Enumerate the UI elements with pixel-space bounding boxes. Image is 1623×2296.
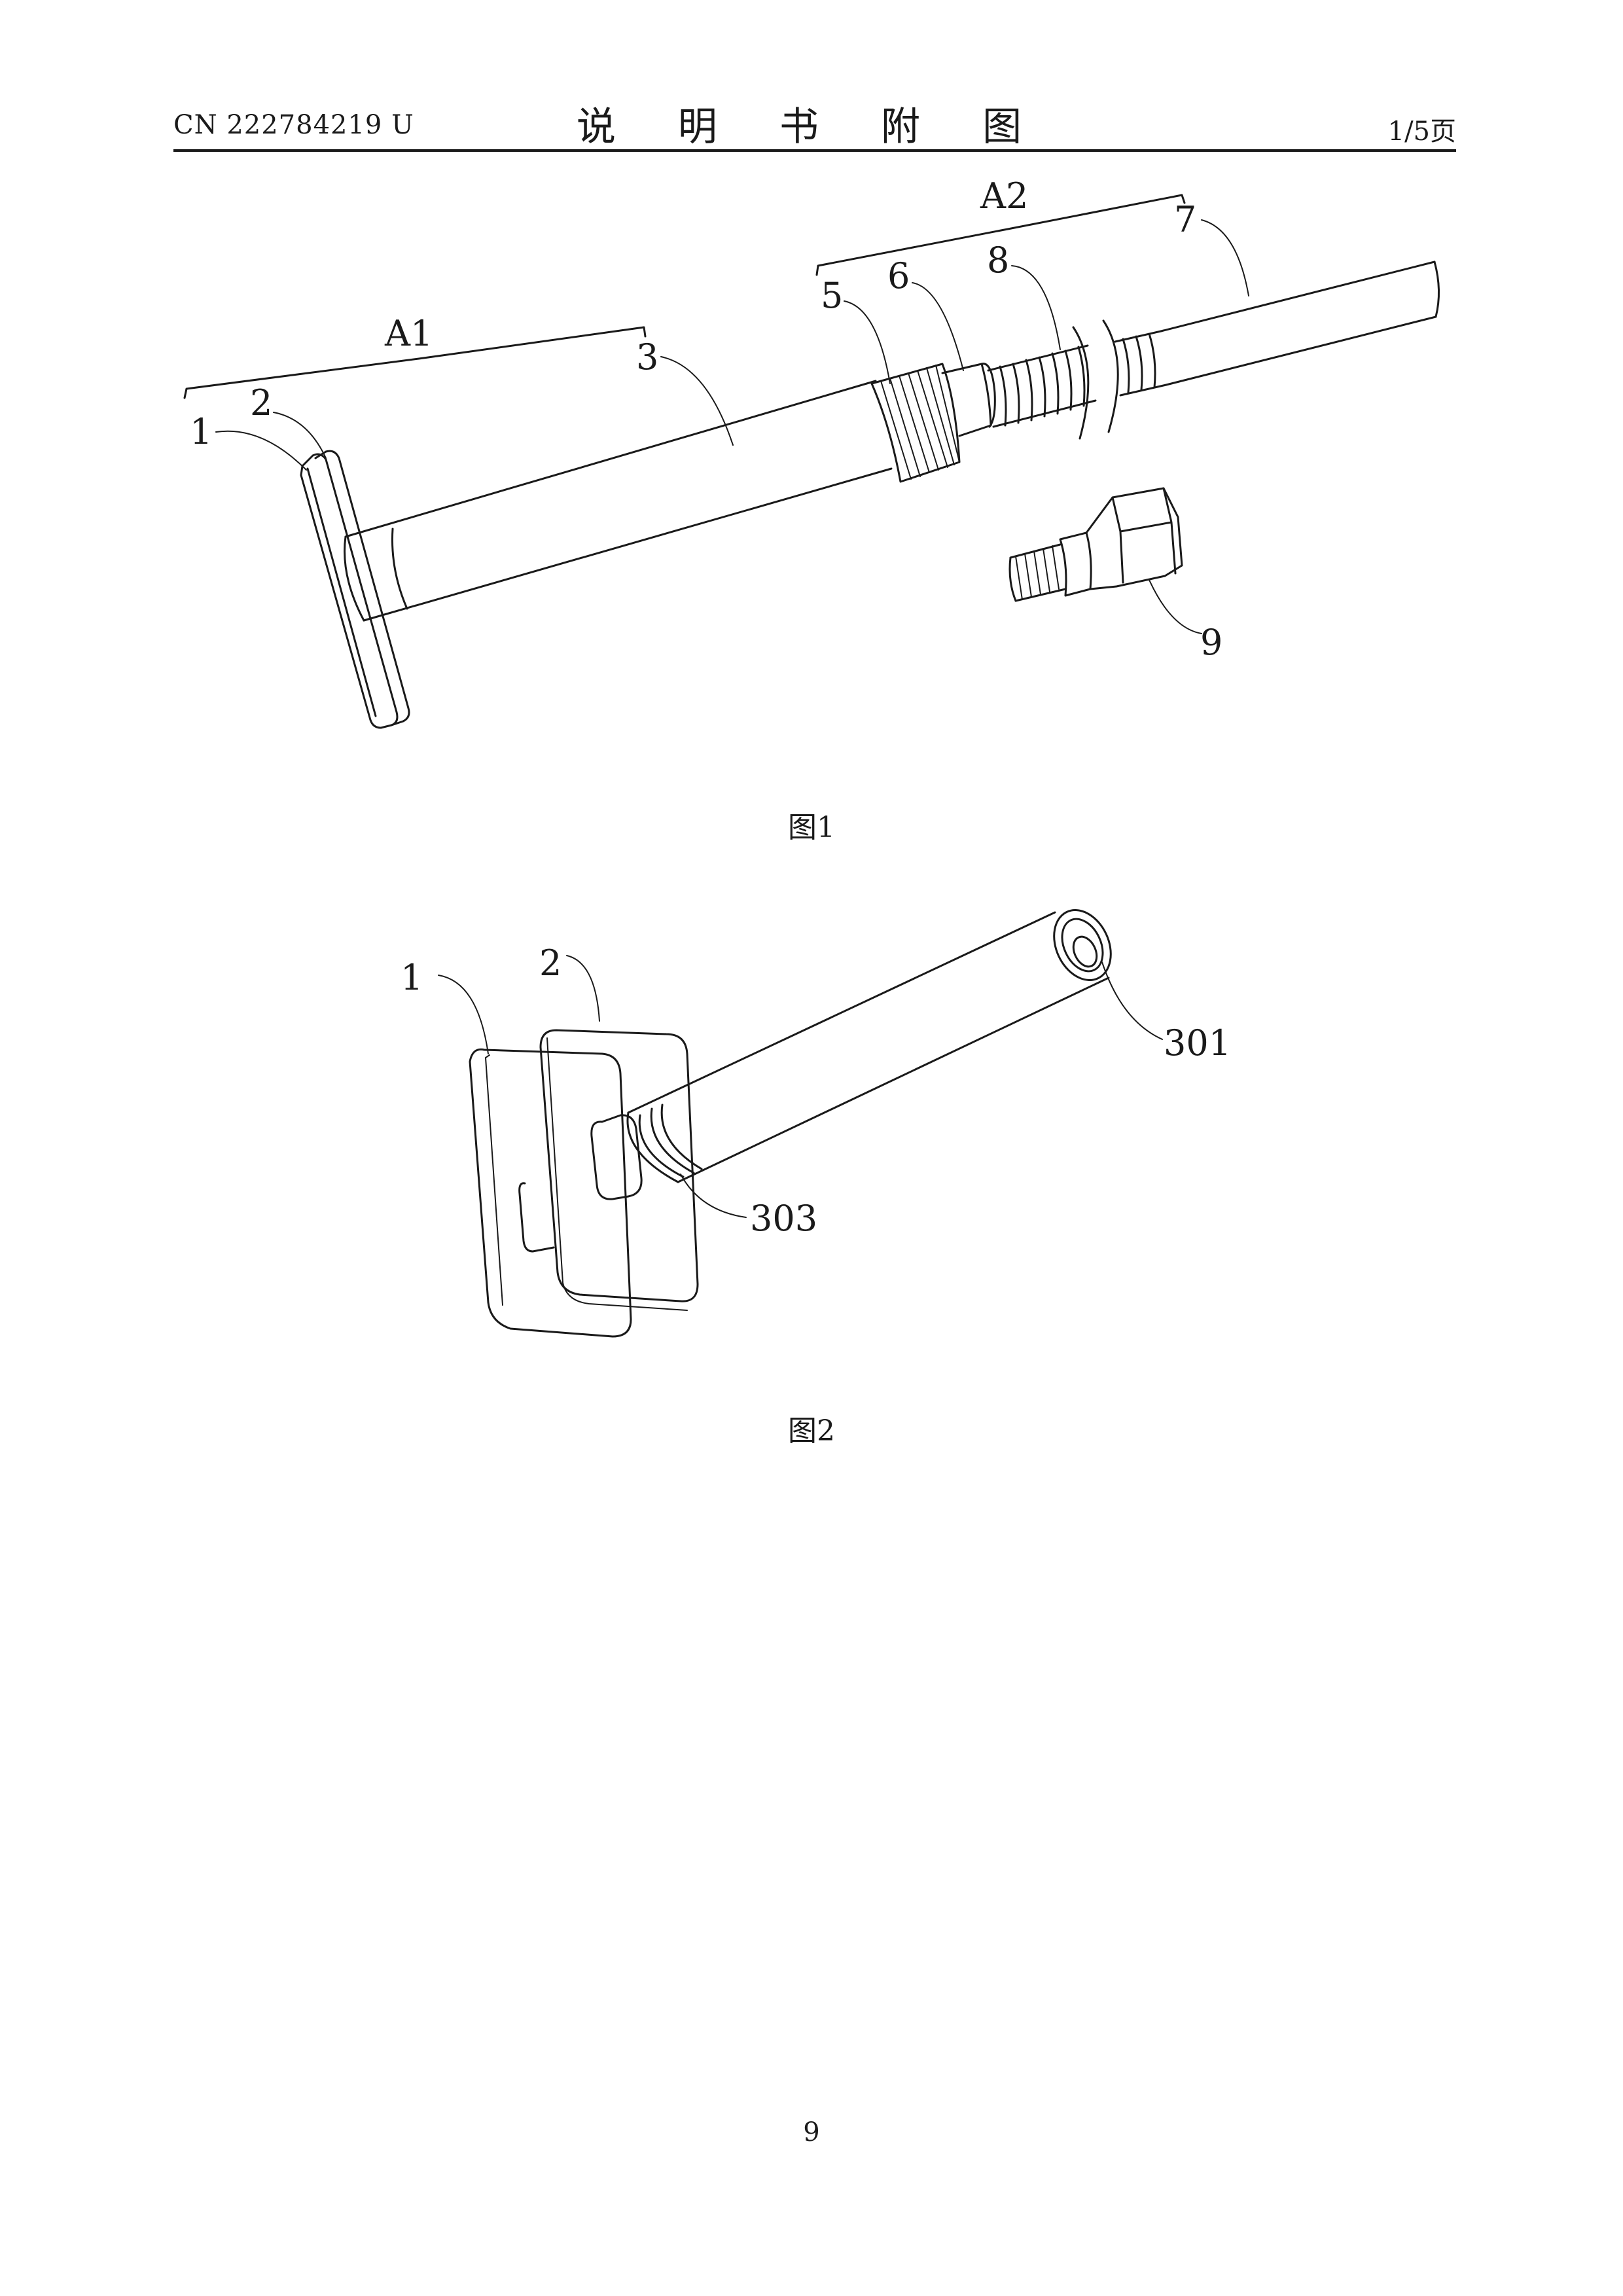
rod-7 (1161, 262, 1436, 385)
leader-301 (1102, 962, 1162, 1039)
connector-6 (942, 364, 991, 436)
header-rule (173, 149, 1456, 152)
plate-2 (541, 1030, 698, 1301)
label-6: 6 (887, 255, 910, 296)
fitting-9 (1010, 488, 1182, 601)
label-a2: A2 (980, 175, 1028, 217)
section-title: 说 明 书 附 图 (0, 95, 1623, 152)
label-301: 301 (1164, 1022, 1231, 1064)
leader-5 (844, 301, 890, 384)
label-1: 1 (401, 957, 423, 998)
label-9: 9 (1200, 622, 1222, 663)
page-ratio: 1/5页 (1388, 110, 1456, 148)
leader-303 (681, 1174, 746, 1217)
break-lines (1073, 321, 1118, 439)
label-a1: A1 (384, 313, 433, 354)
page-number: 9 (0, 2117, 1623, 2147)
leader-6 (912, 283, 963, 370)
leader-3 (661, 357, 733, 445)
label-7: 7 (1174, 199, 1196, 240)
slot-1 (520, 1183, 554, 1251)
tube-3 (346, 381, 891, 620)
label-8: 8 (987, 240, 1009, 281)
figure-2-caption: 图2 (0, 1407, 1623, 1449)
figure-1-caption: 图1 (0, 804, 1623, 846)
label-303: 303 (750, 1198, 817, 1239)
label-2: 2 (539, 942, 562, 984)
label-3: 3 (636, 336, 658, 378)
page-header: CN 222784219 U 说 明 书 附 图 1/5页 (0, 0, 1623, 157)
leader-8 (1012, 266, 1060, 350)
label-2: 2 (250, 382, 272, 423)
leader-1 (438, 975, 488, 1054)
figure-1-drawing: A1 A2 1 2 3 5 6 8 7 9 (0, 157, 1623, 812)
tube-opening-301 (1043, 901, 1122, 989)
leader-1 (216, 431, 306, 470)
leader-7 (1202, 220, 1249, 296)
groove-303 (651, 1105, 702, 1173)
leader-2 (567, 956, 599, 1021)
leader-9 (1149, 580, 1202, 634)
leader-2 (274, 412, 326, 458)
slot-2 (592, 1115, 641, 1199)
label-5: 5 (821, 275, 843, 316)
tube-3 (628, 912, 1109, 1182)
figure-2-drawing: 1 2 301 303 (0, 877, 1623, 1401)
label-1: 1 (190, 411, 212, 452)
